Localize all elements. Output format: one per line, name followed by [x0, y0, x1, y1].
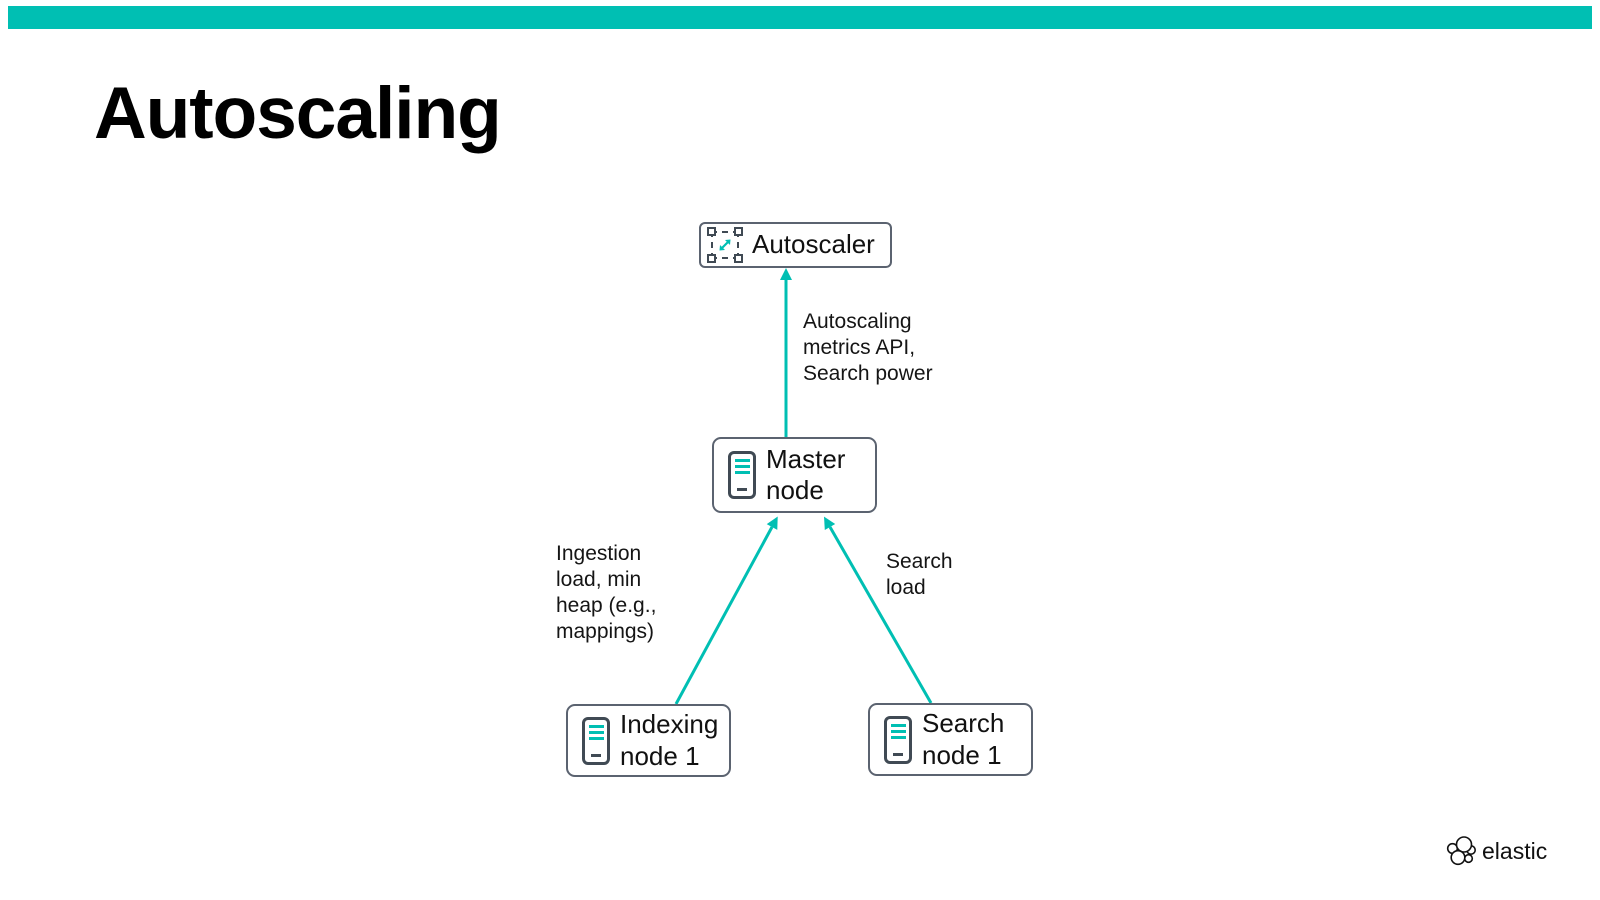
elastic-logo-text: elastic [1482, 838, 1548, 864]
node-autoscaler: Autoscaler [699, 222, 892, 268]
edge-label-ingestion-load: Ingestion load, min heap (e.g., mappings… [556, 542, 657, 643]
node-label-autoscaler: Autoscaler [752, 229, 875, 260]
node-search: Search node 1 [868, 703, 1033, 776]
page-title: Autoscaling [94, 73, 502, 154]
node-label-master: Master node [766, 443, 846, 505]
elastic-logo: elastic [1444, 835, 1547, 868]
node-label-search: Search node 1 [922, 708, 1005, 770]
edge-label-search-load: Search load [886, 550, 953, 599]
edge-indexing-to-master [674, 516, 778, 705]
node-indexing: Indexing node 1 [566, 704, 731, 777]
node-master: Master node [712, 437, 877, 513]
elastic-logo-icon [1446, 836, 1476, 866]
server-icon [884, 715, 912, 764]
scale-expand-icon [707, 227, 743, 263]
node-label-indexing: Indexing node 1 [620, 709, 719, 771]
edge-label-autoscaling-metrics: Autoscaling metrics API, Search power [803, 310, 933, 385]
server-icon [728, 451, 756, 499]
server-icon [582, 716, 610, 765]
accent-bar [8, 6, 1592, 29]
